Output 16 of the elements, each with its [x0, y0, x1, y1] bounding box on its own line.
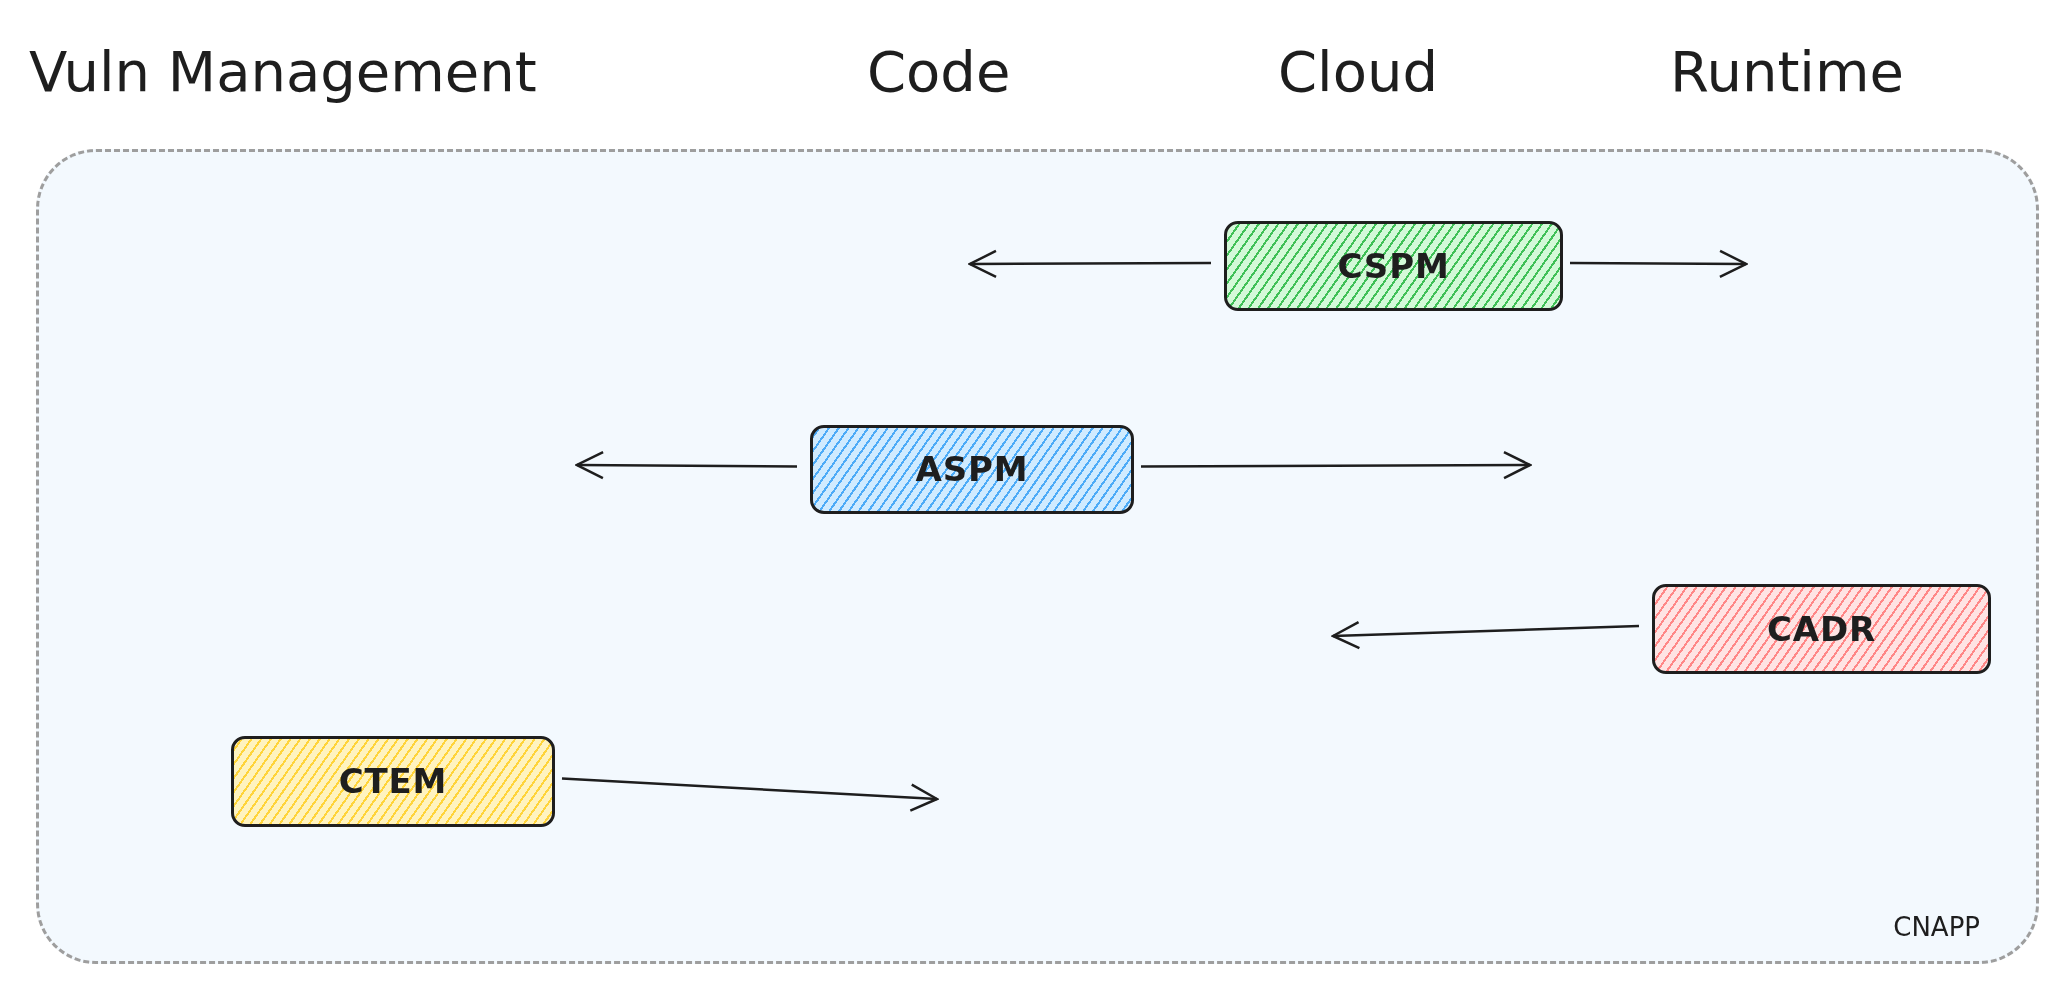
- hatched-box: [1224, 221, 1563, 311]
- box-label: CADR: [1766, 607, 1877, 651]
- hatched-box: [1652, 584, 1991, 674]
- hatched-box: [810, 425, 1134, 514]
- arrow: [1331, 620, 1640, 650]
- hatched-box: [231, 736, 555, 827]
- dashed-group-container: [36, 149, 2039, 964]
- arrow: [968, 249, 1211, 279]
- arrow: [575, 450, 797, 480]
- arrow: [1570, 249, 1748, 279]
- arrow: [1141, 450, 1532, 480]
- column-heading: Runtime: [1670, 44, 1904, 100]
- column-heading: Code: [867, 44, 1011, 100]
- arrow: [561, 777, 939, 812]
- group-title: CNAPP: [1893, 911, 1980, 944]
- column-heading: Cloud: [1278, 44, 1438, 100]
